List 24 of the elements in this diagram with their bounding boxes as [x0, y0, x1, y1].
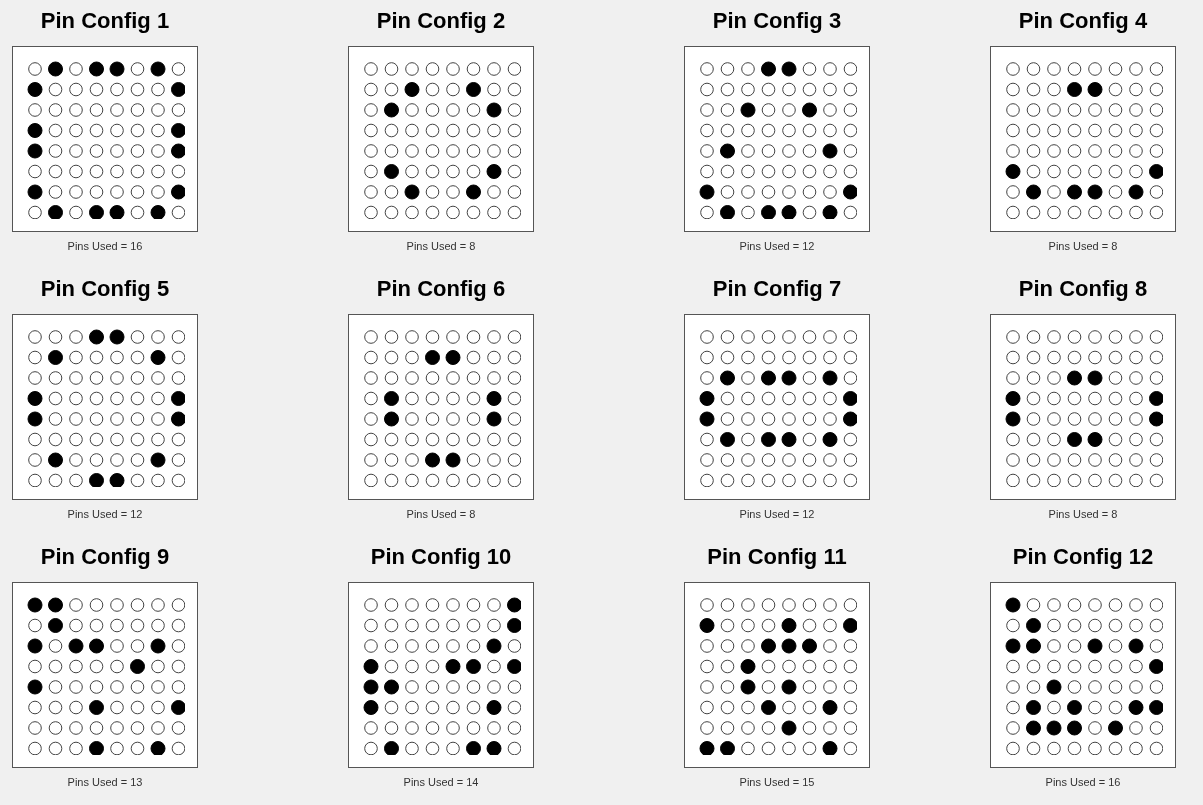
pins-used-caption: Pins Used = 12: [738, 240, 816, 252]
pins-used-caption: Pins Used = 12: [66, 508, 144, 520]
panel-title: Pin Config 6: [375, 276, 507, 302]
panel-title: Pin Config 4: [1017, 8, 1149, 34]
panel-title: Pin Config 10: [369, 544, 513, 570]
pins-used-caption: Pins Used = 16: [66, 240, 144, 252]
pins-used-caption: Pins Used = 8: [405, 508, 477, 520]
pins-used-caption: Pins Used = 8: [1047, 240, 1119, 252]
panel-title: Pin Config 11: [706, 544, 848, 570]
panel-title: Pin Config 8: [1017, 276, 1149, 302]
panel-title: Pin Config 2: [375, 8, 507, 34]
panel-title: Pin Config 7: [711, 276, 843, 302]
pins-used-caption: Pins Used = 8: [1047, 508, 1119, 520]
panel-title: Pin Config 1: [39, 8, 171, 34]
panel-title: Pin Config 3: [711, 8, 843, 34]
pins-used-caption: Pins Used = 12: [738, 508, 816, 520]
panel-title: Pin Config 12: [1011, 544, 1155, 570]
pins-used-caption: Pins Used = 15: [738, 776, 816, 788]
pins-used-caption: Pins Used = 13: [66, 776, 144, 788]
panel-title: Pin Config 9: [39, 544, 171, 570]
panel-title: Pin Config 5: [39, 276, 171, 302]
pins-used-caption: Pins Used = 16: [1044, 776, 1122, 788]
pins-used-caption: Pins Used = 14: [402, 776, 480, 788]
pins-used-caption: Pins Used = 8: [405, 240, 477, 252]
